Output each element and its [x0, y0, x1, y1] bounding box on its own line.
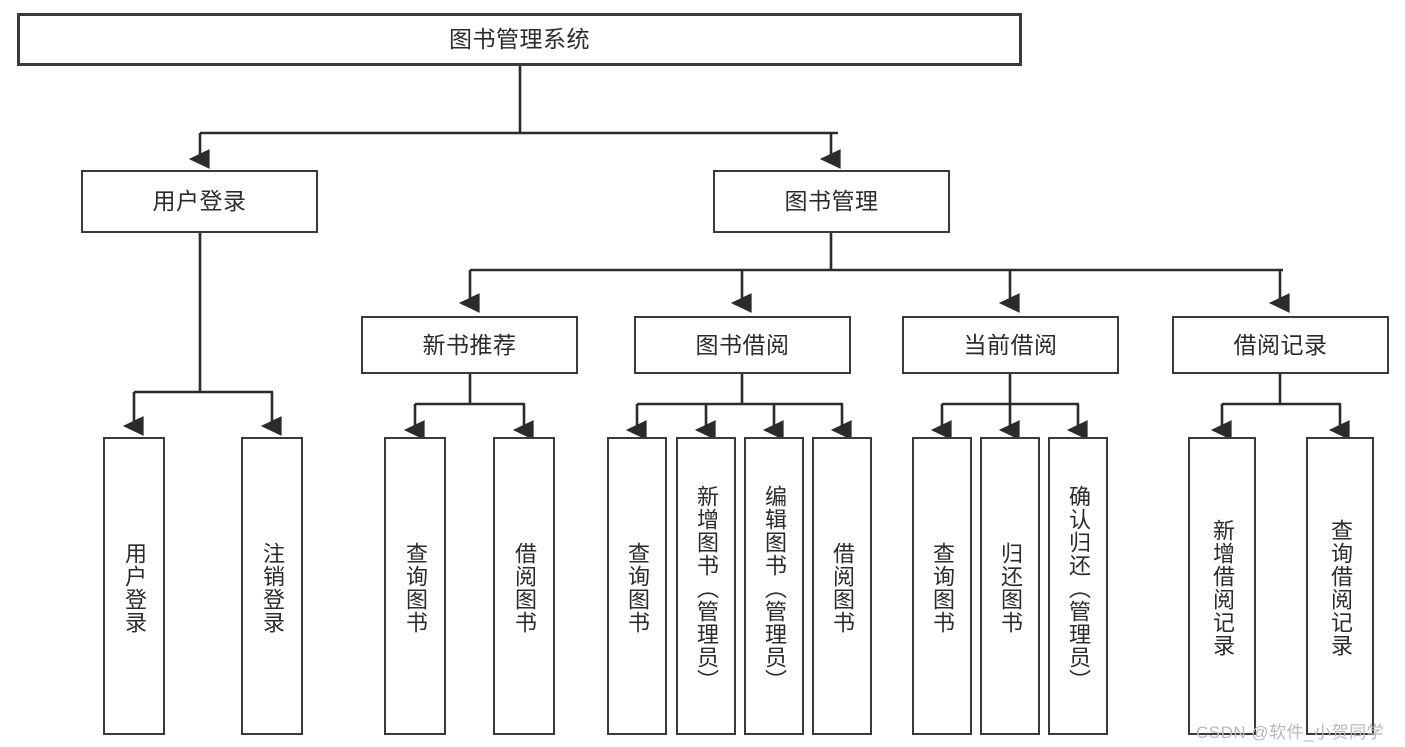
leaf-new-book-1[interactable]: 查询图书: [384, 437, 446, 735]
leaf-current-borrow-2[interactable]: 归还图书: [980, 437, 1040, 735]
leaf-borrow-record-2-label: 查询借阅记录: [1327, 519, 1353, 657]
node-root-label: 图书管理系统: [449, 26, 590, 52]
leaf-book-borrow-4[interactable]: 借阅图书: [812, 437, 872, 735]
leaf-book-borrow-2[interactable]: 新增图书（管理员）: [676, 437, 736, 735]
node-current-borrow-label: 当前借阅: [963, 331, 1058, 358]
leaf-user-login-1-label: 用户登录: [121, 542, 147, 634]
node-book-manage[interactable]: 图书管理: [713, 170, 950, 233]
leaf-book-borrow-2-label: 新增图书（管理员）: [693, 484, 719, 692]
node-user-login-label: 用户登录: [152, 188, 247, 214]
leaf-borrow-record-1[interactable]: 新增借阅记录: [1188, 437, 1256, 735]
leaf-new-book-2-label: 借阅图书: [511, 542, 537, 634]
leaf-user-login-2-label: 注销登录: [259, 542, 285, 634]
node-book-manage-label: 图书管理: [784, 188, 879, 214]
node-root-system[interactable]: 图书管理系统: [17, 13, 1022, 66]
leaf-borrow-record-2[interactable]: 查询借阅记录: [1306, 437, 1374, 735]
leaf-current-borrow-3-label: 确认归还（管理员）: [1065, 484, 1091, 692]
leaf-current-borrow-1-label: 查询图书: [929, 542, 955, 634]
leaf-new-book-1-label: 查询图书: [402, 542, 428, 634]
node-new-book-recommend[interactable]: 新书推荐: [361, 316, 578, 374]
leaf-new-book-2[interactable]: 借阅图书: [493, 437, 555, 735]
node-new-book-recommend-label: 新书推荐: [422, 331, 517, 358]
leaf-borrow-record-1-label: 新增借阅记录: [1209, 519, 1235, 657]
leaf-book-borrow-3[interactable]: 编辑图书（管理员）: [744, 437, 804, 735]
leaf-book-borrow-3-label: 编辑图书（管理员）: [761, 484, 787, 692]
leaf-current-borrow-2-label: 归还图书: [997, 542, 1023, 634]
node-borrow-record[interactable]: 借阅记录: [1172, 316, 1389, 374]
node-current-borrow[interactable]: 当前借阅: [902, 316, 1119, 374]
node-user-login[interactable]: 用户登录: [81, 170, 318, 233]
leaf-current-borrow-1[interactable]: 查询图书: [912, 437, 972, 735]
node-book-borrow-label: 图书借阅: [695, 331, 790, 358]
leaf-user-login-2[interactable]: 注销登录: [241, 437, 303, 735]
node-borrow-record-label: 借阅记录: [1233, 331, 1328, 358]
leaf-book-borrow-4-label: 借阅图书: [829, 542, 855, 634]
leaf-book-borrow-1-label: 查询图书: [624, 542, 650, 634]
node-book-borrow[interactable]: 图书借阅: [634, 316, 851, 374]
leaf-current-borrow-3[interactable]: 确认归还（管理员）: [1048, 437, 1108, 735]
leaf-user-login-1[interactable]: 用户登录: [103, 437, 165, 735]
leaf-book-borrow-1[interactable]: 查询图书: [607, 437, 667, 735]
csdn-watermark: CSDN @软件_小贺同学: [1196, 723, 1385, 742]
